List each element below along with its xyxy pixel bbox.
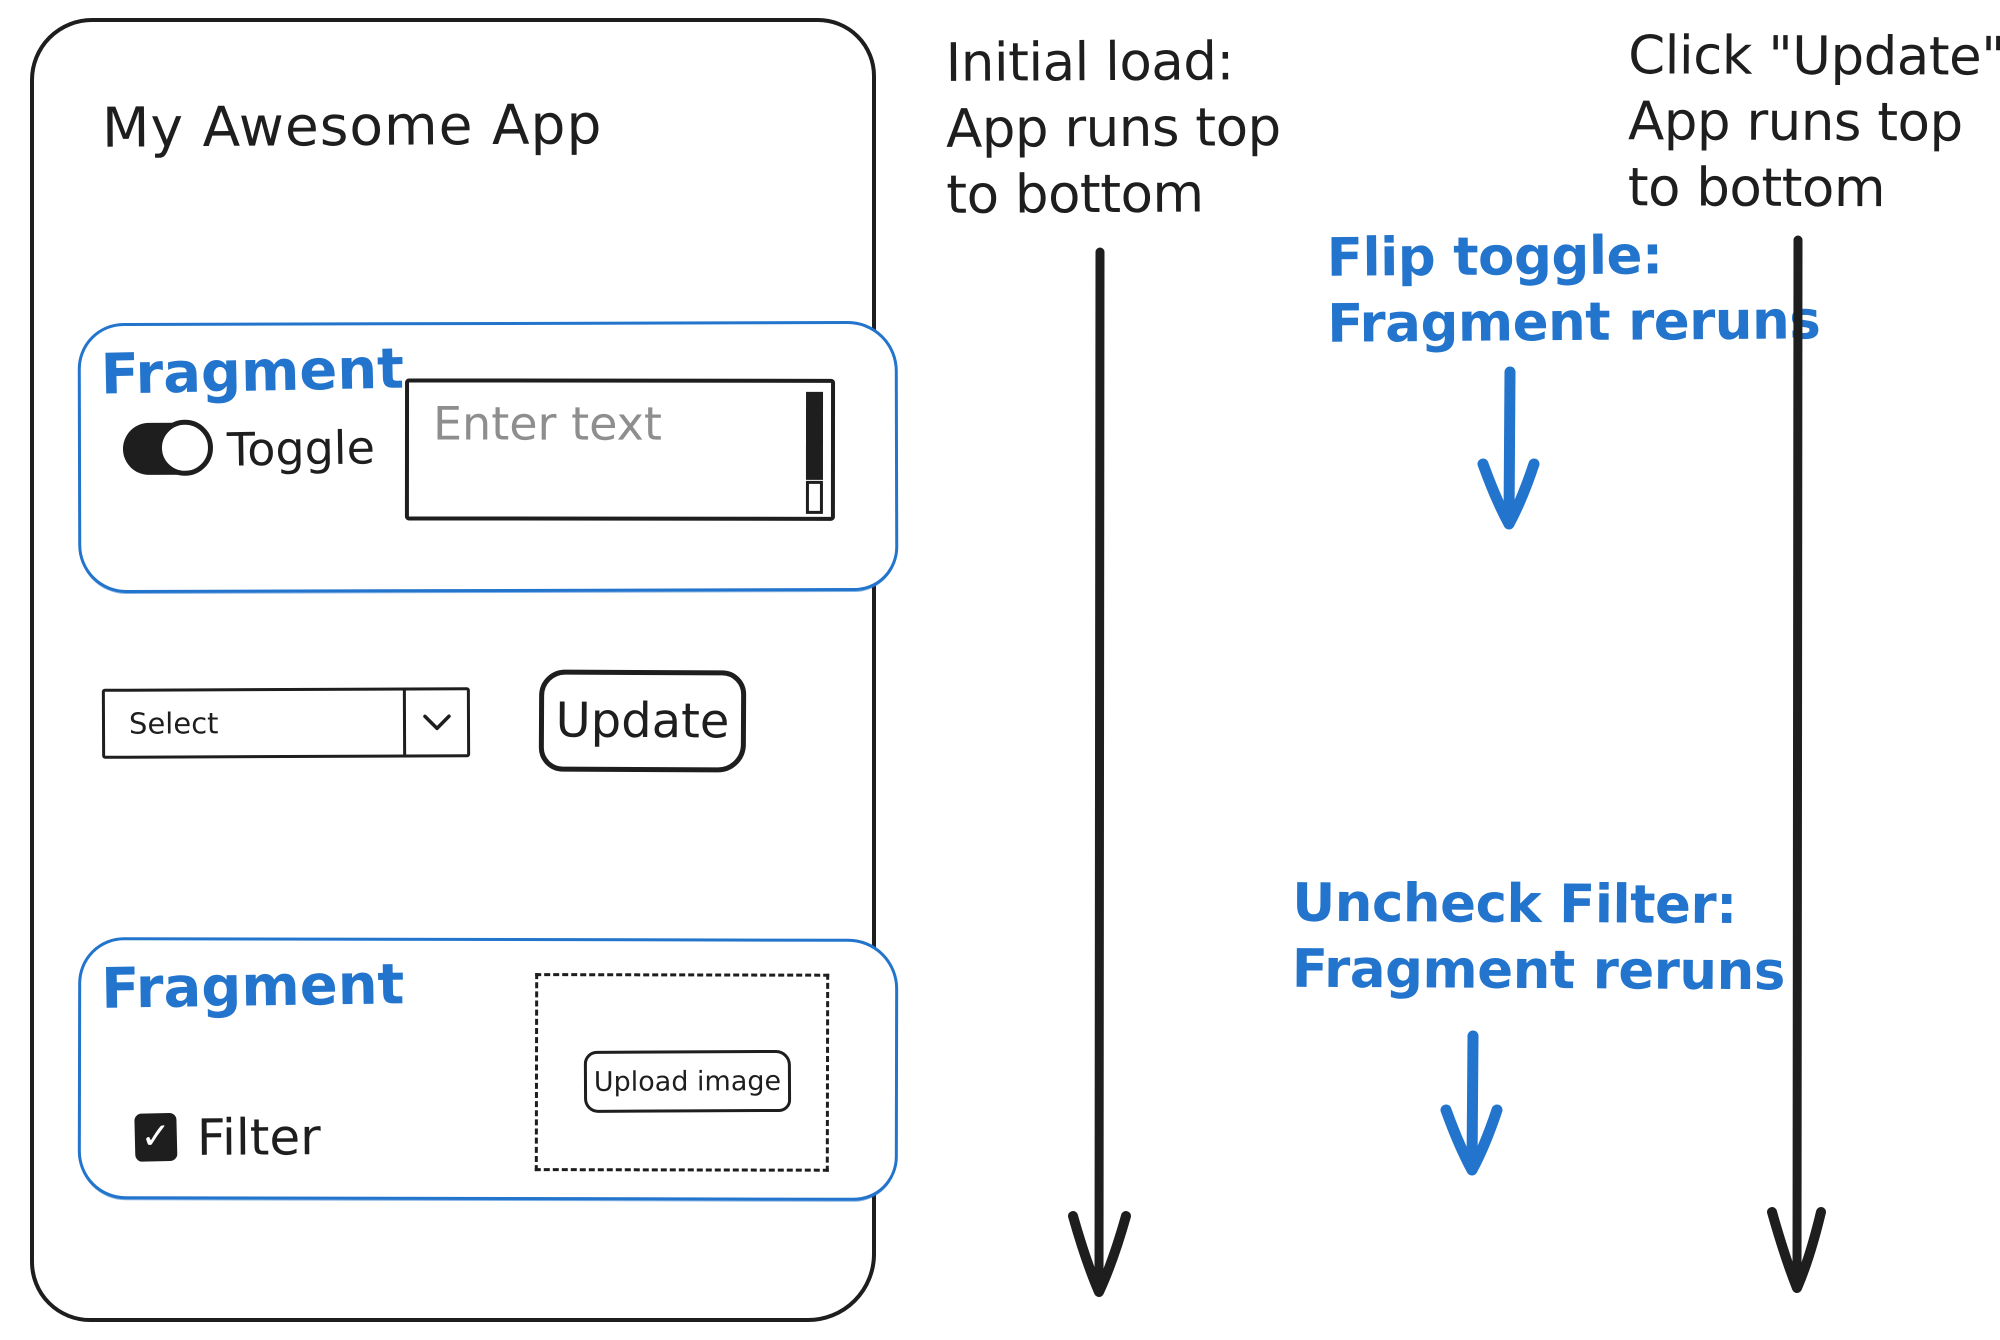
uncheck-filter-arrow: [1440, 1030, 1503, 1176]
filter-label: Filter: [196, 1108, 321, 1167]
upload-image-button[interactable]: Upload image: [583, 1049, 792, 1113]
annotation-line: Fragment reruns: [1327, 290, 1821, 355]
annotation-line: Uncheck Filter:: [1292, 872, 1737, 937]
checkmark-icon: ✓: [140, 1115, 172, 1158]
toggle-knob[interactable]: [156, 419, 214, 476]
annotation-line: App runs top: [1627, 91, 1963, 154]
annotation-line: to bottom: [946, 163, 1204, 226]
toggle-label: Toggle: [226, 420, 376, 477]
annotation-line: Fragment reruns: [1291, 938, 1786, 1003]
annotation-initial-load: Initial load: App runs top to bottom: [945, 29, 1281, 229]
text-input[interactable]: Enter text: [404, 378, 836, 521]
annotation-uncheck-filter: Uncheck Filter: Fragment reruns: [1292, 871, 1786, 1006]
fragment-box-bottom: Fragment ✓ Filter Upload image: [77, 937, 899, 1201]
filter-checkbox[interactable]: ✓: [134, 1112, 178, 1162]
annotation-click-update: Click "Update": App runs top to bottom: [1628, 23, 2000, 222]
click-update-arrow: [1767, 235, 1826, 1293]
chevron-down-icon: [422, 714, 451, 731]
fragment-box-top: Fragment Toggle Enter text: [77, 320, 899, 594]
filter-row: ✓ Filter: [134, 1108, 321, 1167]
annotation-line: Click "Update":: [1628, 25, 2000, 88]
flip-toggle-arrow: [1477, 366, 1540, 530]
select-value: Select: [128, 706, 219, 741]
annotation-flip-toggle: Flip toggle: Fragment reruns: [1327, 222, 1821, 357]
update-button[interactable]: Update: [538, 669, 747, 773]
app-title: My Awesome App: [101, 92, 603, 160]
scrollbar-cap: [805, 480, 823, 514]
annotation-line: to bottom: [1627, 157, 1886, 220]
annotation-line: Flip toggle:: [1326, 225, 1663, 289]
fragment-label: Fragment: [100, 952, 405, 1022]
toggle-row: Toggle: [122, 419, 376, 477]
app-window-frame: My Awesome App Fragment Toggle Enter tex…: [30, 18, 899, 1322]
annotation-line: Initial load:: [945, 31, 1234, 94]
select-chevron-cell[interactable]: [402, 690, 468, 755]
text-input-placeholder: Enter text: [432, 396, 662, 451]
scrollbar-thumb[interactable]: [805, 391, 824, 480]
select-dropdown[interactable]: Select: [101, 687, 471, 759]
toggle-switch[interactable]: [122, 419, 214, 476]
annotation-line: App runs top: [945, 97, 1281, 160]
fragment-label: Fragment: [100, 336, 405, 408]
initial-load-arrow: [1068, 247, 1131, 1297]
scrollbar[interactable]: [805, 391, 824, 514]
upload-dropzone[interactable]: Upload image: [534, 973, 830, 1172]
